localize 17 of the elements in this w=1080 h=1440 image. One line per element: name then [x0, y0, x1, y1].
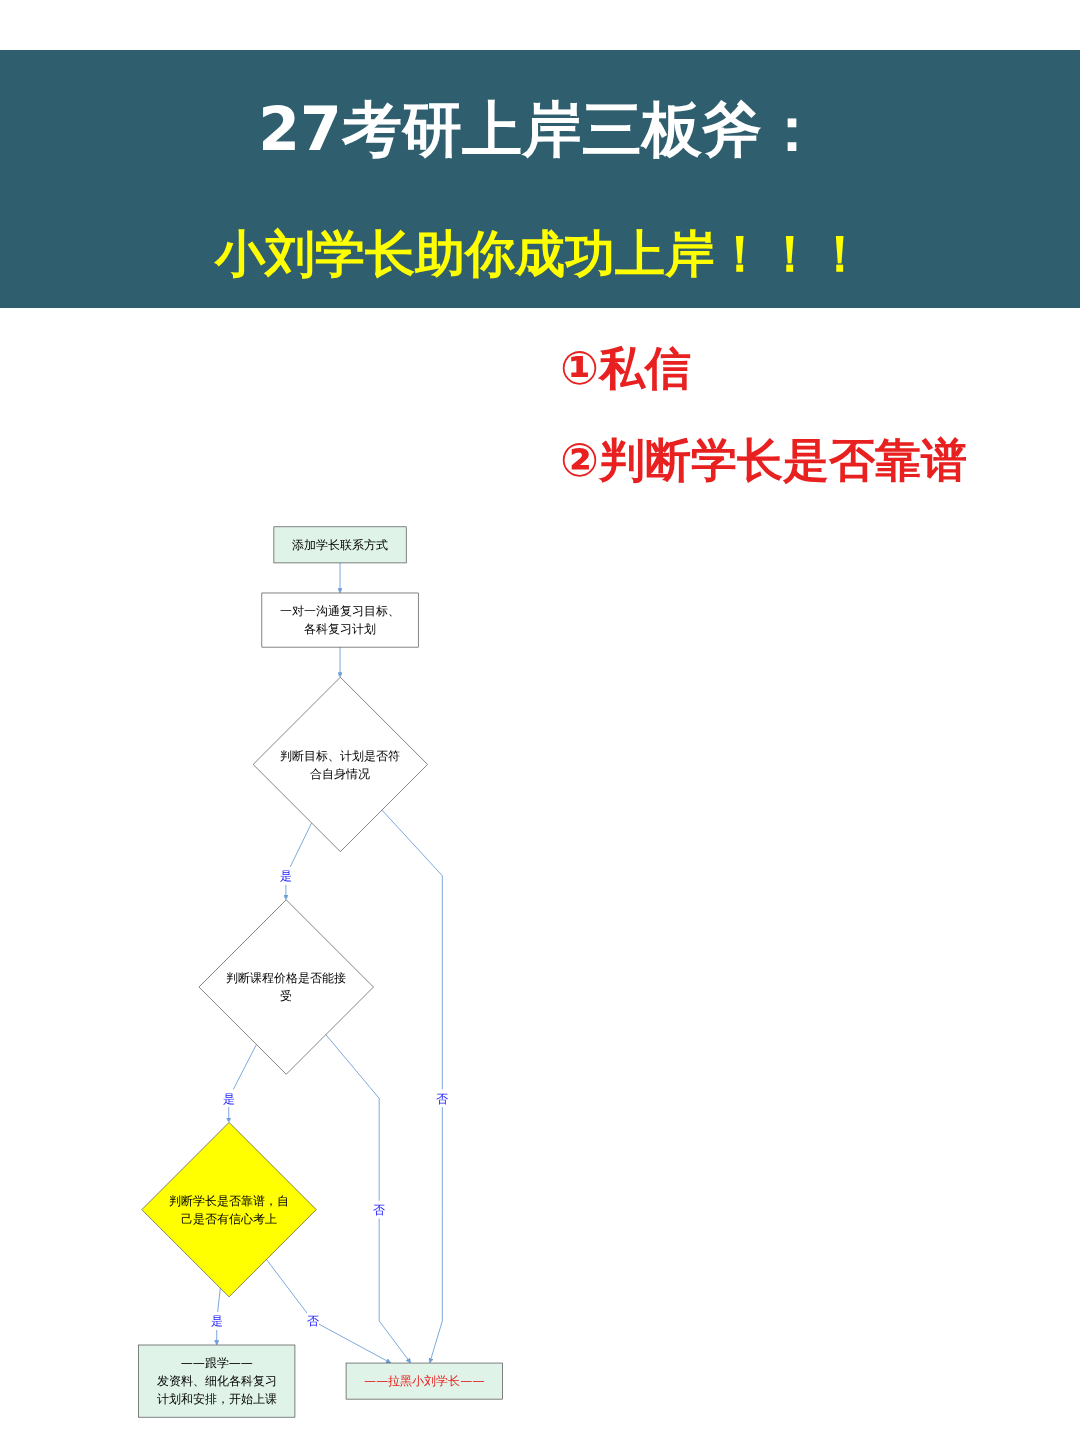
- subtitle: 小刘学长助你成功上岸！！！: [213, 224, 866, 285]
- edge-label: 是: [210, 1313, 223, 1329]
- node-box: 添加学长联系方式: [273, 526, 407, 564]
- title: 27考研上岸三板斧：: [257, 93, 823, 166]
- edge-label: 否: [436, 1091, 449, 1106]
- edge-label: 否: [373, 1202, 386, 1217]
- step-note: ①私信: [560, 340, 692, 397]
- node-box: ——拉黑小刘学长——: [345, 1362, 503, 1400]
- node-diamond: 判断学长是否靠谱，自己是否有信心考上: [141, 1122, 317, 1298]
- node-diamond: 判断目标、计划是否符合自身情况: [252, 676, 428, 852]
- edge-label: 是: [222, 1091, 235, 1106]
- node-box: 一对一沟通复习目标、各科复习计划: [261, 592, 419, 648]
- edge-label: 是: [279, 868, 292, 883]
- edge-label: 否: [306, 1313, 319, 1329]
- step-note: ②判断学长是否靠谱: [560, 432, 968, 489]
- node-diamond: 判断课程价格是否能接受: [198, 899, 374, 1075]
- node-box: ——跟学—— 发资料、细化各科复习计划和安排，开始上课: [138, 1344, 296, 1418]
